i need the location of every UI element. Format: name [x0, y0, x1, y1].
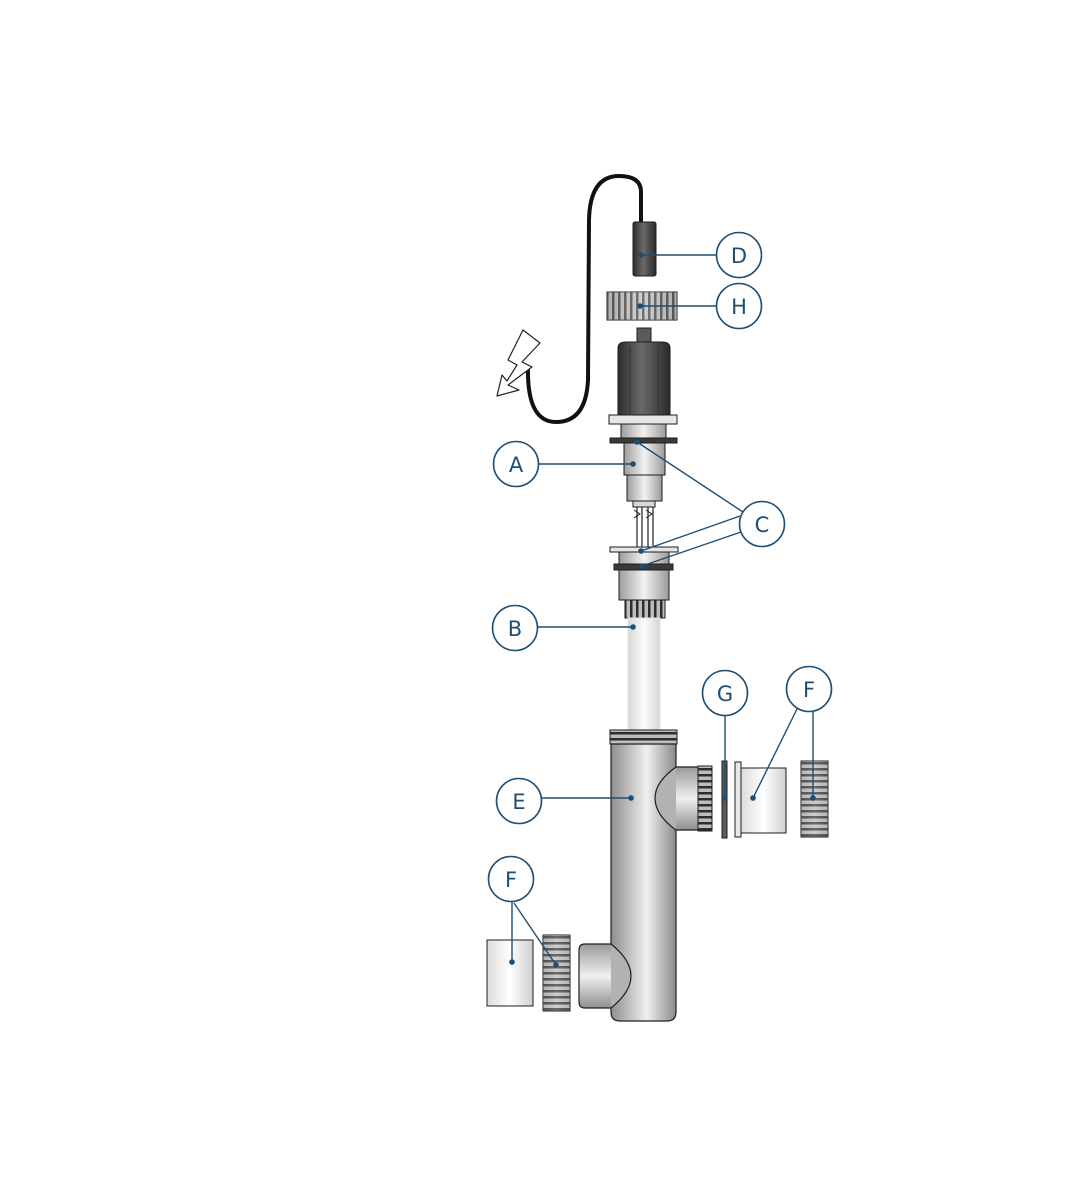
leader-dots: [509, 252, 816, 968]
callout-f-right: F: [785, 665, 833, 713]
lamp-body-a: [609, 423, 678, 508]
callout-c: C: [738, 500, 786, 548]
quartz-sleeve-b: [627, 617, 661, 733]
lamp-head: [608, 327, 678, 425]
callout-a: A: [492, 440, 540, 488]
power-arrow-icon: [496, 329, 541, 397]
housing-body-e: [578, 729, 713, 1022]
callout-b-label: B: [508, 617, 522, 641]
callout-b: B: [491, 604, 539, 652]
power-cable: [525, 173, 643, 425]
callout-e: E: [495, 777, 543, 825]
callout-f-left-label: F: [505, 868, 517, 892]
callout-g: G: [701, 669, 749, 717]
callout-e-label: E: [512, 790, 525, 814]
fitting-f-left: [486, 934, 571, 1012]
callout-f-left: F: [487, 855, 535, 903]
callout-h: H: [715, 282, 763, 330]
leader-lines: [511, 254, 814, 966]
callout-f-right-label: F: [803, 678, 815, 702]
callout-g-label: G: [717, 682, 733, 706]
callout-d: D: [715, 231, 763, 279]
callout-a-label: A: [509, 453, 524, 477]
plug-connector: [632, 221, 657, 277]
callout-d-label: D: [731, 244, 747, 268]
callout-c-label: C: [755, 513, 770, 537]
lamp-pins: [633, 507, 654, 547]
callout-h-label: H: [731, 295, 747, 319]
